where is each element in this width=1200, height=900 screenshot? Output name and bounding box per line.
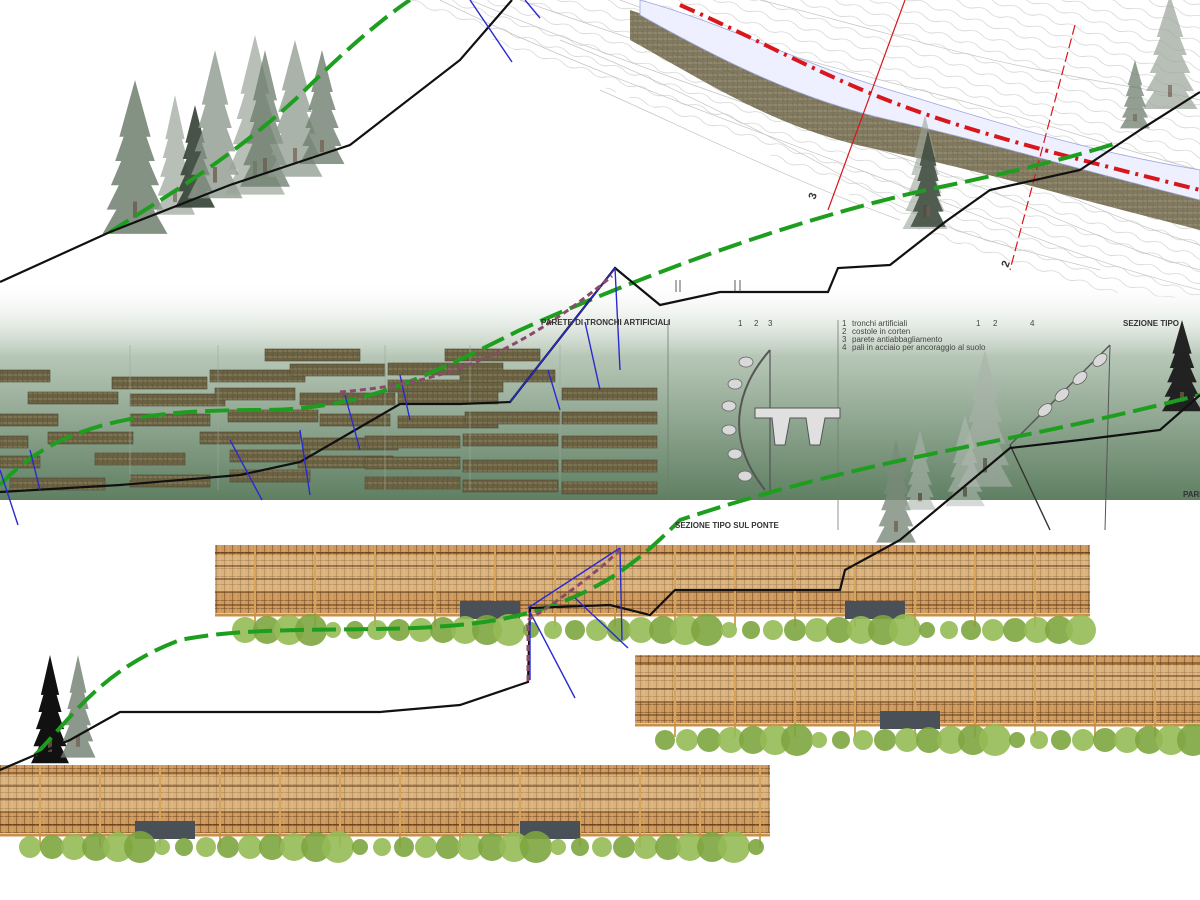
section-cut-3	[827, 0, 906, 211]
log	[111, 376, 208, 390]
log	[129, 393, 226, 407]
legend-text-3: parete antiabbagliamento	[852, 335, 943, 344]
pylon-marks	[675, 280, 741, 292]
log	[444, 348, 541, 362]
legend-text-4: pali in acciaio per ancoraggio al suolo	[852, 343, 986, 352]
log	[462, 479, 559, 493]
tree	[876, 440, 916, 543]
log	[214, 387, 296, 401]
log	[319, 413, 391, 427]
log	[561, 387, 658, 401]
terrain-profiles	[0, 0, 1200, 772]
tunnel-elevation	[0, 765, 770, 863]
legend-num-1: 1	[842, 319, 847, 328]
section-mark-2: 2	[1000, 259, 1013, 269]
log	[199, 431, 301, 445]
corten-rib-curve	[738, 349, 771, 491]
log	[0, 369, 51, 383]
log	[0, 413, 59, 427]
legend: 1 tronchi artificiali 2 costole in corte…	[842, 319, 986, 352]
tree	[299, 50, 345, 164]
log	[462, 433, 559, 447]
log	[289, 363, 386, 377]
wall-title: PARETE DI TRONCHI ARTIFICIALI	[541, 318, 670, 327]
log	[229, 469, 311, 483]
log	[264, 348, 361, 362]
callout-1: 1	[738, 319, 743, 328]
steel-piles-2	[0, 267, 621, 526]
terrain-project-3	[0, 394, 1200, 772]
terrain-project-1	[0, 0, 513, 284]
type-section-detail: 1 2 4	[976, 319, 1111, 531]
legend-num-4: 4	[842, 343, 847, 352]
rib-dashed-2	[339, 274, 613, 394]
log	[462, 459, 559, 473]
tree	[31, 655, 69, 764]
log	[459, 369, 556, 383]
tunnel-elevation	[635, 655, 1200, 756]
road-surface	[639, 0, 1200, 201]
bridge-section-title: SEZIONE TIPO SUL PONTE	[675, 521, 780, 530]
tree	[1120, 60, 1150, 129]
log	[94, 452, 186, 466]
road-axis	[679, 3, 1200, 192]
section-cut-2	[1009, 24, 1076, 271]
log	[561, 481, 658, 495]
log	[561, 435, 658, 449]
type-section-title: SEZIONE TIPO	[1123, 319, 1179, 328]
log	[0, 435, 29, 449]
tunnel-elevation	[215, 545, 1096, 646]
terrain-existing-3	[33, 393, 1200, 757]
callout-3: 3	[768, 319, 773, 328]
legend-text-2: costole in corten	[852, 327, 910, 336]
cut-right-title: PARE	[1183, 490, 1200, 499]
terrain-project-2	[0, 91, 1200, 494]
callout-s2: 2	[993, 319, 998, 328]
callout-s4: 4	[1030, 319, 1035, 328]
legend-num-2: 2	[842, 327, 847, 336]
artificial-log-wall	[0, 345, 658, 495]
callout-s1: 1	[976, 319, 981, 328]
terrain-existing-1	[108, 0, 412, 234]
tree	[1162, 320, 1200, 412]
tunnel-elevations	[0, 545, 1200, 863]
site-plan: 3 2	[410, 0, 1200, 300]
legend-num-3: 3	[842, 335, 847, 344]
log	[464, 411, 561, 425]
band-dividers	[667, 320, 839, 530]
steel-piles-3	[527, 547, 629, 699]
tree	[102, 80, 168, 234]
log	[364, 456, 461, 470]
rib-dashed-3	[527, 546, 624, 622]
log	[27, 391, 119, 405]
terrain-existing-2	[0, 140, 1121, 487]
log	[561, 411, 658, 425]
log	[561, 459, 658, 473]
bridge-deck	[754, 407, 841, 446]
section-mark-3: 3	[807, 191, 820, 201]
tree	[1142, 0, 1198, 109]
log-sections-right	[1037, 353, 1108, 417]
log	[364, 435, 461, 449]
log	[364, 476, 461, 490]
legend-text-1: tronchi artificiali	[852, 319, 907, 328]
bridge-section-detail: 1 2 3	[721, 319, 841, 492]
callout-2: 2	[754, 319, 759, 328]
log-sections	[721, 356, 754, 482]
